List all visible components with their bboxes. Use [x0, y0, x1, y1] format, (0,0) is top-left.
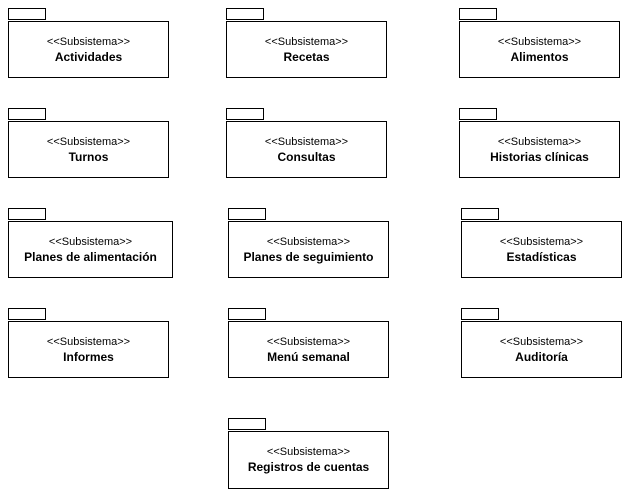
- package-body: <<Subsistema>> Registros de cuentas: [228, 431, 389, 489]
- package-body: <<Subsistema>> Planes de seguimiento: [228, 221, 389, 278]
- package-tab: [8, 208, 46, 220]
- package-stereotype: <<Subsistema>>: [499, 235, 584, 248]
- package-tab: [461, 308, 499, 320]
- package-body: <<Subsistema>> Alimentos: [459, 21, 620, 78]
- package-name: Registros de cuentas: [247, 460, 370, 474]
- package-body: <<Subsistema>> Estadísticas: [461, 221, 622, 278]
- package-name: Historias clínicas: [490, 149, 589, 164]
- package-name: Consultas: [277, 149, 336, 164]
- package-name: Estadísticas: [506, 249, 577, 264]
- package-tab: [226, 108, 264, 120]
- package-tab: [228, 418, 266, 430]
- package-body: <<Subsistema>> Planes de alimentación: [8, 221, 173, 278]
- package-stereotype: <<Subsistema>>: [266, 446, 351, 458]
- package-stereotype: <<Subsistema>>: [266, 335, 351, 348]
- package-tab: [228, 208, 266, 220]
- package-tab: [461, 208, 499, 220]
- package-tab: [8, 108, 46, 120]
- package-name: Planes de seguimiento: [243, 249, 374, 264]
- package-name: Recetas: [283, 49, 330, 64]
- package-stereotype: <<Subsistema>>: [46, 335, 131, 348]
- package-tab: [8, 8, 46, 20]
- package-tab: [8, 308, 46, 320]
- package-stereotype: <<Subsistema>>: [264, 135, 349, 148]
- package-stereotype: <<Subsistema>>: [46, 135, 131, 148]
- package-tab: [459, 108, 497, 120]
- package-tab: [226, 8, 264, 20]
- package-stereotype: <<Subsistema>>: [266, 235, 351, 248]
- package-stereotype: <<Subsistema>>: [48, 235, 133, 248]
- package-tab: [228, 308, 266, 320]
- package-body: <<Subsistema>> Actividades: [8, 21, 169, 78]
- package-stereotype: <<Subsistema>>: [497, 35, 582, 48]
- package-name: Turnos: [68, 149, 109, 164]
- package-name: Planes de alimentación: [24, 249, 157, 264]
- package-stereotype: <<Subsistema>>: [499, 335, 584, 348]
- package-body: <<Subsistema>> Consultas: [226, 121, 387, 178]
- package-body: <<Subsistema>> Recetas: [226, 21, 387, 78]
- package-name: Actividades: [54, 49, 123, 64]
- package-body: <<Subsistema>> Historias clínicas: [459, 121, 620, 178]
- package-stereotype: <<Subsistema>>: [497, 135, 582, 148]
- package-body: <<Subsistema>> Auditoría: [461, 321, 622, 378]
- package-body: <<Subsistema>> Informes: [8, 321, 169, 378]
- package-name: Auditoría: [515, 349, 568, 364]
- package-name: Alimentos: [510, 49, 569, 64]
- package-name: Informes: [63, 349, 114, 364]
- package-body: <<Subsistema>> Menú semanal: [228, 321, 389, 378]
- package-tab: [459, 8, 497, 20]
- package-body: <<Subsistema>> Turnos: [8, 121, 169, 178]
- package-name: Menú semanal: [267, 349, 350, 364]
- package-stereotype: <<Subsistema>>: [264, 35, 349, 48]
- package-stereotype: <<Subsistema>>: [46, 35, 131, 48]
